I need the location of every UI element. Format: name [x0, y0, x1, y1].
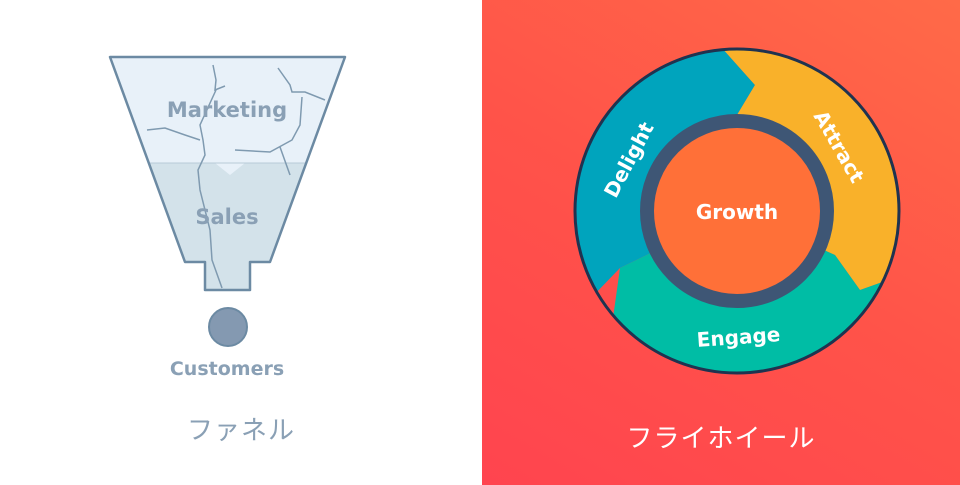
growth-label: Growth — [696, 200, 778, 224]
funnel: Marketing Sales Customers — [108, 55, 347, 380]
segment-engage — [575, 211, 899, 373]
funnel-stage-sales: Sales — [195, 205, 258, 229]
funnel-output-customers: Customers — [170, 358, 284, 380]
engage-label: Engage — [696, 322, 781, 352]
flywheel-outline — [573, 47, 901, 375]
flywheel: Growth Delight Attract Engage — [573, 47, 901, 375]
funnel-outline — [108, 55, 347, 292]
customer-dot — [208, 307, 248, 347]
crack-lines — [146, 64, 326, 289]
funnel-marketing-region — [110, 57, 345, 175]
flywheel-caption: フライホイール — [626, 424, 816, 454]
funnel-stage-marketing: Marketing — [167, 98, 287, 122]
funnel-caption: ファネル — [186, 416, 295, 446]
growth-hub — [640, 114, 834, 308]
